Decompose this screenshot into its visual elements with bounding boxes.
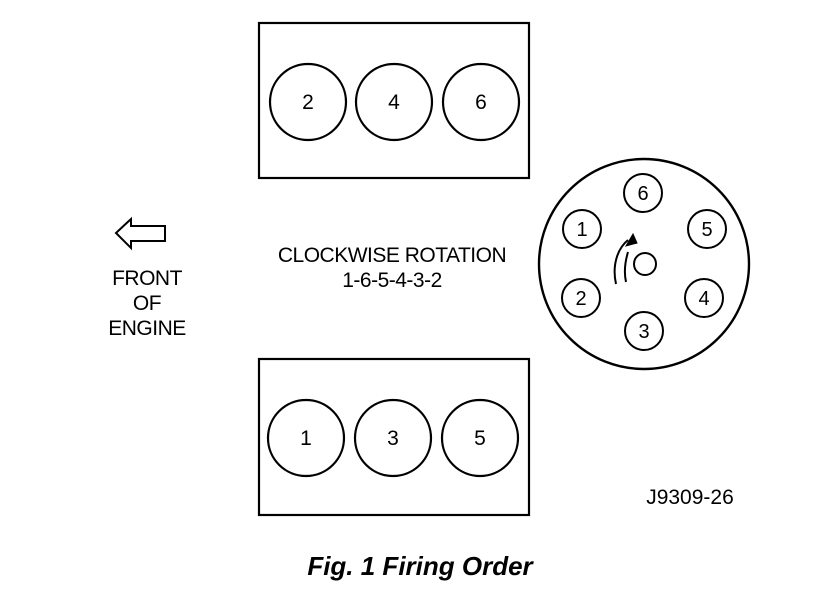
cylinder-5: 5 xyxy=(440,398,520,478)
front-of-engine-label: FRONT OF ENGINE xyxy=(108,267,187,340)
terminal-3: 3 xyxy=(624,311,664,351)
upper-cylinder-bank: 2 4 6 xyxy=(257,21,531,180)
firing-order-sequence: 1-6-5-4-3-2 xyxy=(342,269,442,292)
lower-cylinder-bank: 1 3 5 xyxy=(257,357,531,517)
terminal-1: 1 xyxy=(562,209,602,249)
rotation-label: CLOCKWISE ROTATION 1-6-5-4-3-2 xyxy=(278,244,507,292)
cylinder-4: 4 xyxy=(354,62,434,142)
cylinder-1-label: 1 xyxy=(300,427,312,450)
cylinder-3: 3 xyxy=(353,398,433,478)
front-label-line3: ENGINE xyxy=(108,317,186,340)
terminal-6: 6 xyxy=(623,173,663,213)
cylinder-6-label: 6 xyxy=(475,91,487,114)
cylinder-1: 1 xyxy=(266,398,346,478)
terminal-4: 4 xyxy=(684,278,724,318)
cylinder-4-label: 4 xyxy=(388,91,400,114)
terminal-3-label: 3 xyxy=(638,321,649,343)
rotation-direction: CLOCKWISE ROTATION xyxy=(278,244,506,267)
distributor-cap: 6 5 4 3 2 1 xyxy=(537,157,751,371)
arrow-left-icon xyxy=(114,216,166,251)
terminal-2-label: 2 xyxy=(575,288,586,310)
cylinder-5-label: 5 xyxy=(474,427,486,450)
front-label-line2: OF xyxy=(133,292,161,315)
terminal-5-label: 5 xyxy=(701,219,712,241)
terminal-1-label: 1 xyxy=(576,219,587,241)
figure-caption: Fig. 1 Firing Order xyxy=(307,551,534,581)
front-label-line1: FRONT xyxy=(112,267,182,290)
terminal-2: 2 xyxy=(561,278,601,318)
terminal-6-label: 6 xyxy=(637,183,648,205)
upper-bank-outline xyxy=(257,21,531,180)
distributor-rotor-hub xyxy=(633,252,657,276)
cylinder-2-label: 2 xyxy=(302,91,314,114)
figure-code: J9309-26 xyxy=(646,486,734,509)
cylinder-6: 6 xyxy=(441,62,521,142)
terminal-4-label: 4 xyxy=(698,288,709,310)
distributor-body xyxy=(537,157,751,371)
terminal-5: 5 xyxy=(687,209,727,249)
rotation-arrow-icon xyxy=(613,232,638,285)
cylinder-3-label: 3 xyxy=(387,427,399,450)
cylinder-2: 2 xyxy=(268,62,348,142)
lower-bank-outline xyxy=(257,357,531,517)
